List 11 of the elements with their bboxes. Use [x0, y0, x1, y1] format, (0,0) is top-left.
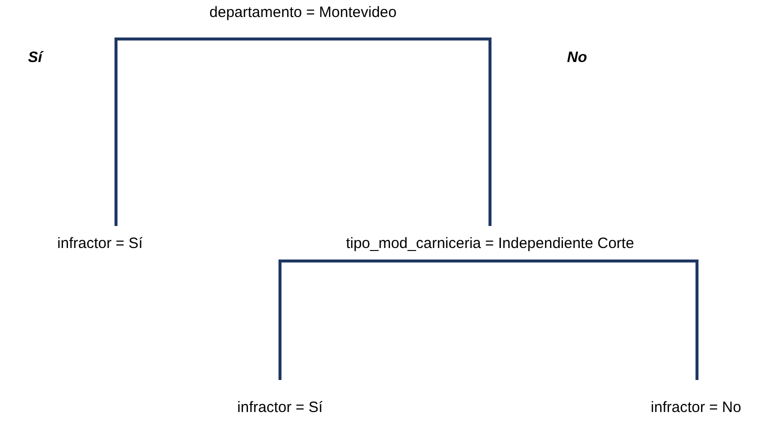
node-label: tipo_mod_carniceria = Independiente Corte — [346, 235, 634, 252]
tree-branch-line — [490, 260, 698, 380]
node-label: infractor = Sí — [237, 398, 323, 416]
tree-branch-line — [278, 260, 490, 380]
tree-branch-line — [303, 38, 492, 226]
branch-label: Sí — [28, 49, 42, 66]
tree-branch-line — [114, 38, 303, 226]
node-label: infractor = Sí — [57, 234, 143, 252]
node-label: infractor = No — [650, 398, 742, 416]
branch-label: No — [567, 49, 587, 66]
node-label: departamento = Montevideo — [209, 4, 397, 21]
